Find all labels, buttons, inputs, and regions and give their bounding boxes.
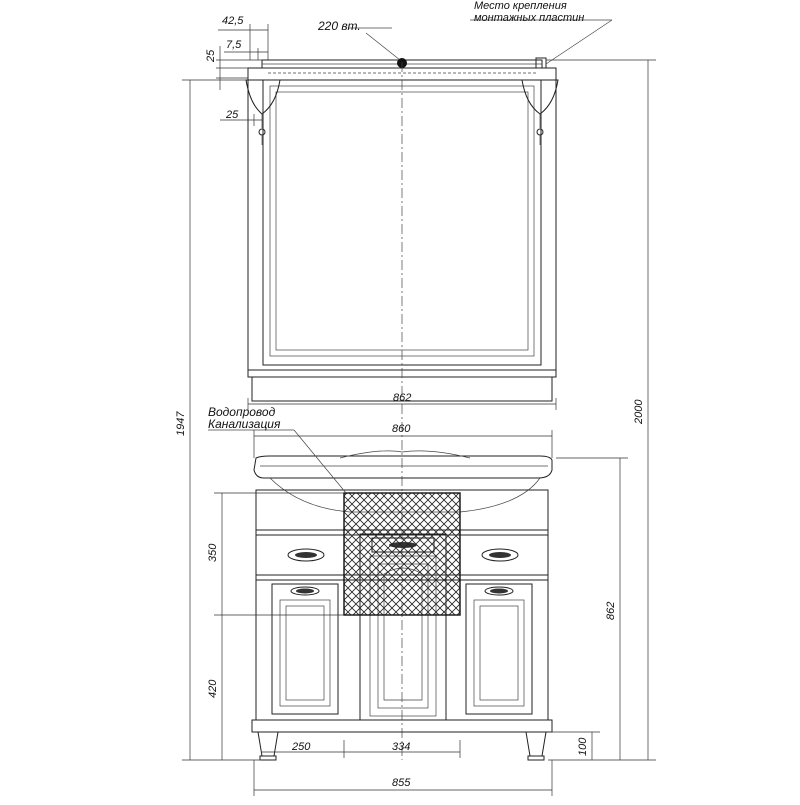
dim-420: 420 [207, 679, 219, 698]
water-label: Водопровод [208, 405, 276, 419]
leg-height-dimension [548, 731, 600, 761]
detail-dimensions [216, 24, 269, 126]
dim-total-height: 1947 [175, 411, 187, 436]
left-leg [257, 731, 279, 761]
dim-250: 250 [291, 741, 311, 753]
dim-overall-height: 2000 [633, 399, 645, 425]
mirror-width-dimension [247, 398, 557, 410]
dim-leg-100: 100 [577, 737, 589, 756]
dim-42-5: 42,5 [222, 15, 244, 27]
dim-cabinet-height: 862 [605, 602, 617, 620]
right-door [465, 583, 533, 715]
right-lamp [521, 79, 559, 145]
dim-350: 350 [207, 543, 219, 562]
basin-width-dimension [253, 430, 553, 458]
drain-label: Канализация [208, 417, 281, 431]
drawer-handle-left [287, 548, 325, 562]
power-outlet [348, 27, 407, 68]
dim-basin-width: 860 [392, 423, 411, 435]
dim-base-width: 855 [392, 777, 411, 789]
dim-mirror-width: 862 [393, 392, 411, 404]
mount-label-line2: монтажных пластин [474, 12, 584, 24]
dim-334: 334 [392, 741, 410, 753]
mount-plate-callout [470, 19, 613, 69]
overall-height-dimension [546, 59, 656, 761]
cabinet-height-dimension [556, 457, 628, 761]
left-door [271, 583, 339, 715]
plumbing-callout [208, 429, 347, 494]
power-label: 220 вт. [317, 19, 361, 33]
drawer-handle-right [481, 548, 519, 562]
mount-label-line1: Место крепления [474, 0, 567, 12]
left-lamp [245, 79, 281, 145]
total-height-dimension [182, 79, 246, 761]
dim-7-5: 7,5 [226, 39, 242, 51]
bottom-offset-dimensions [262, 740, 461, 758]
dim-25-lamp: 25 [225, 109, 239, 121]
right-leg [525, 731, 547, 761]
base-width-dimension [253, 760, 553, 796]
plumbing-zone [343, 492, 461, 616]
dim-25-top: 25 [205, 49, 217, 63]
